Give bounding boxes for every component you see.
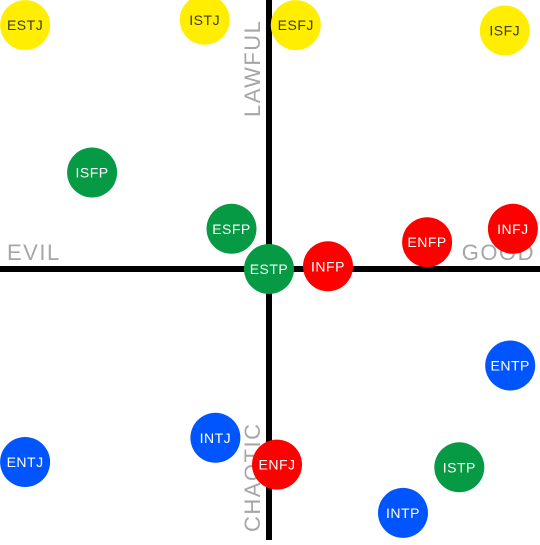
type-circle-enfp [402,217,453,268]
type-label-esfp: ESFP [212,221,251,237]
type-label-entj: ENTJ [7,454,44,470]
type-point-isfp: ISFP [67,147,118,198]
type-circle-istp [434,442,485,493]
type-circle-isfj [479,5,530,56]
type-label-istj: ISTJ [189,12,220,28]
type-point-isfj: ISFJ [479,5,530,56]
type-circle-estj [0,0,51,51]
type-circle-isfp [67,147,118,198]
type-point-esfp: ESFP [206,203,257,254]
type-label-isfj: ISFJ [489,23,520,39]
type-label-enfp: ENFP [407,234,446,250]
type-label-esfj: ESFJ [278,17,314,33]
type-label-infp: INFP [311,258,345,274]
type-point-esfj: ESFJ [270,0,321,51]
type-label-istp: ISTP [443,459,476,475]
type-circle-entj [0,437,51,487]
type-point-istj: ISTJ [179,0,230,45]
type-point-intj: INTJ [190,412,241,463]
type-circle-esfj [270,0,321,51]
type-point-entp: ENTP [485,340,536,391]
type-point-entj: ENTJ [0,437,51,487]
type-circle-estp [244,244,294,294]
type-label-estj: ESTJ [7,17,43,33]
axis-label-evil: EVIL [7,240,61,265]
type-point-intp: INTP [378,487,428,538]
type-label-entp: ENTP [491,358,530,374]
type-circle-intp [378,487,428,538]
type-circle-istj [179,0,230,45]
type-circle-entp [485,340,536,391]
axis-label-lawful: LAWFUL [240,20,265,117]
type-point-infp: INFP [303,241,353,292]
type-circle-infp [303,241,353,292]
type-point-infj: INFJ [487,203,538,254]
type-point-enfj: ENFJ [252,439,302,490]
type-point-enfp: ENFP [402,217,453,268]
type-circle-esfp [206,203,257,254]
type-label-enfj: ENFJ [259,457,296,473]
type-point-estj: ESTJ [0,0,51,51]
type-circle-intj [190,412,241,463]
type-label-estp: ESTP [250,261,289,277]
type-label-intj: INTJ [200,430,232,446]
type-label-infj: INFJ [497,221,529,237]
type-circle-infj [487,203,538,254]
type-circle-enfj [252,439,302,490]
type-label-intp: INTP [386,505,420,521]
type-point-estp: ESTP [244,244,294,294]
type-point-istp: ISTP [434,442,485,493]
type-label-isfp: ISFP [76,165,109,181]
